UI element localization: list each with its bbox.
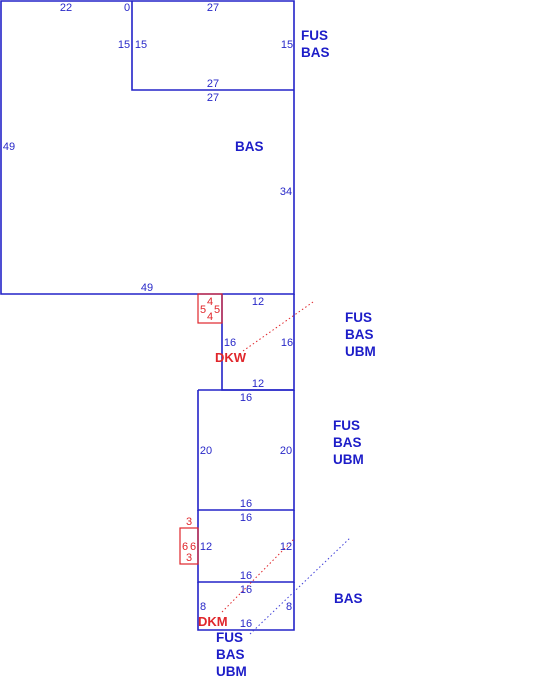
- code-dkw: DKW: [215, 350, 247, 365]
- dim-bump-bottom: 3: [186, 552, 192, 564]
- code-box-d-right: BAS: [334, 591, 363, 606]
- dim-dormer-top: 4: [207, 296, 213, 308]
- box-c-roof-line: [221, 537, 296, 613]
- code-box-b-2: BAS: [333, 435, 362, 450]
- dim-box-d-bottom: 16: [240, 618, 252, 630]
- dim-upper-inset-right: 15: [281, 39, 293, 51]
- dim-dormer-right: 5: [214, 304, 220, 316]
- upper-section: 22 0 27 15 15 15 27 27 49 34 49 FUS BAS …: [0, 0, 330, 295]
- dim-upper-top-left: 22: [60, 2, 72, 14]
- dim-upper-right: 34: [280, 186, 292, 198]
- box-b: 16 20 20 16 FUS BAS UBM: [197, 389, 364, 511]
- dim-upper-top-zero: 0: [124, 2, 130, 14]
- dim-bump-right: 6: [190, 541, 196, 553]
- dim-upper-left: 49: [3, 141, 15, 153]
- dim-box-b-right: 20: [280, 445, 292, 457]
- bump-outline: [179, 527, 199, 565]
- code-upper-inset-2: BAS: [301, 45, 330, 60]
- dim-box-d-left: 8: [200, 601, 206, 613]
- dim-upper-inset-left-inner: 15: [135, 39, 147, 51]
- box-c: 16 12 12 16 3 6 6 3: [179, 510, 296, 613]
- dim-box-a-top: 12: [252, 296, 264, 308]
- dim-box-a-left: 16: [224, 337, 236, 349]
- dim-box-d-right: 8: [286, 601, 292, 613]
- dim-box-d-top: 16: [240, 584, 252, 596]
- box-b-outline: [197, 389, 295, 511]
- dim-upper-bottom: 49: [141, 282, 153, 294]
- dim-box-a-right: 16: [281, 337, 293, 349]
- code-dkm: DKM: [198, 614, 228, 629]
- dim-box-c-bottom: 16: [240, 570, 252, 582]
- box-d-roof-line: [249, 537, 351, 635]
- dim-dormer-left: 5: [200, 304, 206, 316]
- code-box-a-1: FUS: [345, 310, 372, 325]
- dim-bump-top: 3: [186, 516, 192, 528]
- code-upper-main: BAS: [235, 139, 264, 154]
- dormer-dkw-outline: [197, 293, 223, 324]
- dim-upper-inset-bottom-inner: 27: [207, 78, 219, 90]
- dim-upper-inset-left-outer: 15: [118, 39, 130, 51]
- code-box-a-2: BAS: [345, 327, 374, 342]
- dim-box-c-top: 16: [240, 512, 252, 524]
- code-box-d-2: BAS: [216, 647, 245, 662]
- dim-box-a-bottom: 12: [252, 378, 264, 390]
- code-upper-inset-1: FUS: [301, 28, 328, 43]
- dim-upper-inset-bottom-outer: 27: [207, 92, 219, 104]
- code-box-b-3: UBM: [333, 452, 364, 467]
- box-d-outline: [197, 582, 295, 631]
- code-box-d-3: UBM: [216, 664, 247, 679]
- box-d: 16 8 8 16 BAS DKM FUS BAS UBM: [197, 537, 363, 679]
- box-a-roof-line: [242, 301, 314, 352]
- dim-upper-inset-top: 27: [207, 2, 219, 14]
- dim-box-b-bottom: 16: [240, 498, 252, 510]
- dim-box-b-top: 16: [240, 392, 252, 404]
- code-box-b-1: FUS: [333, 418, 360, 433]
- upper-inset-outline: [131, 1, 294, 91]
- dim-bump-left: 6: [182, 541, 188, 553]
- dim-box-b-left: 20: [200, 445, 212, 457]
- dim-box-c-left: 12: [200, 541, 212, 553]
- dim-box-c-right: 12: [280, 541, 292, 553]
- dim-dormer-bottom: 4: [207, 311, 213, 323]
- code-box-d-1: FUS: [216, 630, 243, 645]
- code-box-a-3: UBM: [345, 344, 376, 359]
- box-a: 12 16 16 12 4 5 5 4 DKW FUS BAS UBM: [197, 293, 376, 391]
